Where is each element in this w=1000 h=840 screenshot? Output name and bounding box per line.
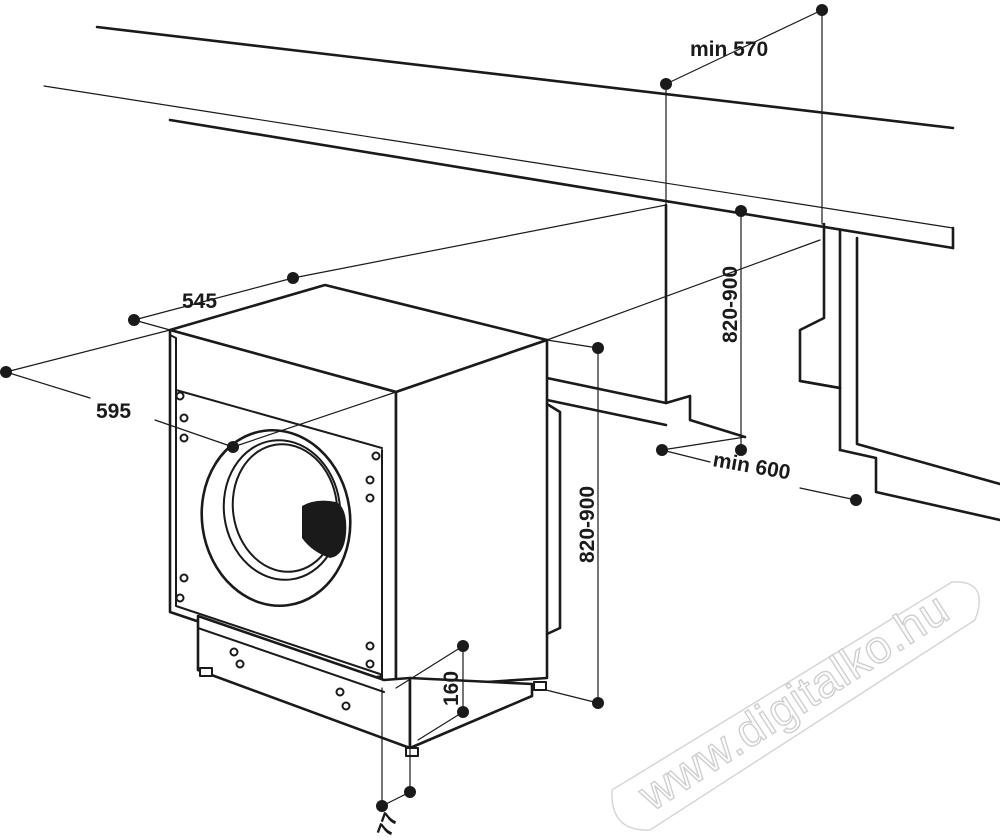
screw-hole xyxy=(175,593,185,603)
plinth-hole xyxy=(335,687,345,697)
side-panel-rear xyxy=(855,236,1000,486)
dim-dot xyxy=(660,78,672,90)
screw-hole xyxy=(371,451,381,461)
plinth-hole xyxy=(235,659,245,669)
label-545: 545 xyxy=(182,290,217,313)
dim-line-595-left xyxy=(5,371,91,399)
side-panel-floor xyxy=(838,448,1000,522)
dim-ext-595-b xyxy=(232,391,397,448)
worktop-top-edge xyxy=(95,25,955,130)
perspective-line xyxy=(546,239,821,341)
side-door-hinge xyxy=(545,402,562,636)
dim-dot xyxy=(227,441,239,453)
machine-plinth-side xyxy=(408,676,534,750)
control-panel-line xyxy=(175,389,383,449)
screw-hole xyxy=(365,493,375,503)
dim-ext-595-a xyxy=(5,329,171,373)
door-glass-outer xyxy=(222,439,342,581)
dim-dot xyxy=(0,366,12,378)
dim-ext-820-900-top xyxy=(546,339,599,349)
label-min-570: min 570 xyxy=(690,38,768,61)
dim-line-min-600-a xyxy=(661,449,711,463)
door[interactable] xyxy=(190,421,361,616)
dim-ext-545-b xyxy=(292,204,667,279)
door-handle[interactable] xyxy=(302,500,347,558)
screw-hole xyxy=(179,413,189,423)
dim-dot xyxy=(287,272,299,284)
dim-line-min-600-b xyxy=(799,487,857,501)
label-820-900-front: 820-900 xyxy=(576,486,599,563)
worktop-underside xyxy=(168,118,955,250)
screw-hole xyxy=(179,573,189,583)
worktop xyxy=(43,25,955,250)
label-595: 595 xyxy=(96,400,131,423)
dim-dot xyxy=(592,697,604,709)
watermark: www.digitalko.hu xyxy=(611,581,980,831)
dim-dot xyxy=(850,494,862,506)
door-glass-inner xyxy=(231,443,339,573)
label-77: 77 xyxy=(373,810,403,840)
dim-dot xyxy=(457,640,469,652)
worktop-front-edge xyxy=(43,85,954,229)
watermark-outline xyxy=(611,581,980,831)
screw-hole xyxy=(365,641,375,651)
washing-machine xyxy=(168,283,562,757)
dim-ext-820-900-bottom xyxy=(545,689,599,704)
niche-back-profile xyxy=(798,222,842,390)
dim-dot xyxy=(735,444,747,456)
floor-left xyxy=(545,376,668,405)
plinth-hole xyxy=(229,647,239,657)
dim-dot xyxy=(816,4,828,16)
plinth-inner-line xyxy=(197,627,385,693)
foot xyxy=(405,747,419,757)
floor-left-plinth xyxy=(545,398,668,427)
watermark-text: www.digitalko.hu xyxy=(628,581,958,820)
foot xyxy=(199,667,213,677)
dim-dot xyxy=(404,786,416,798)
dim-dot xyxy=(457,706,469,718)
niche-left-profile xyxy=(664,203,747,439)
dim-line-595-right xyxy=(154,419,234,448)
floor-right xyxy=(798,379,842,390)
plinth-hole xyxy=(341,701,351,711)
screw-hole xyxy=(365,475,375,485)
dimension-labels: min 570 545 595 820-900 min 600 820-900 … xyxy=(96,38,792,840)
dim-dot xyxy=(592,342,604,354)
dim-ext-160-top xyxy=(395,645,464,689)
dim-ext-600 xyxy=(661,436,746,451)
screw-hole xyxy=(179,433,189,443)
dim-dot xyxy=(735,205,747,217)
cabinet-niche xyxy=(545,203,1000,522)
label-820-900-wall: 820-900 xyxy=(719,266,742,343)
screw-hole xyxy=(365,659,375,669)
dim-line-545 xyxy=(133,277,294,321)
foot xyxy=(533,681,547,691)
label-160: 160 xyxy=(440,671,463,706)
dim-dot xyxy=(376,800,388,812)
dimension-lines xyxy=(0,4,862,812)
screw-hole xyxy=(175,391,185,401)
dim-ext-160-bottom xyxy=(417,711,464,741)
dim-dot xyxy=(128,314,140,326)
label-min-600: min 600 xyxy=(711,448,792,484)
dim-dot xyxy=(656,444,668,456)
machine-side xyxy=(394,338,549,690)
dim-ext-545-a xyxy=(133,319,171,331)
dim-line-min-570 xyxy=(665,9,823,85)
